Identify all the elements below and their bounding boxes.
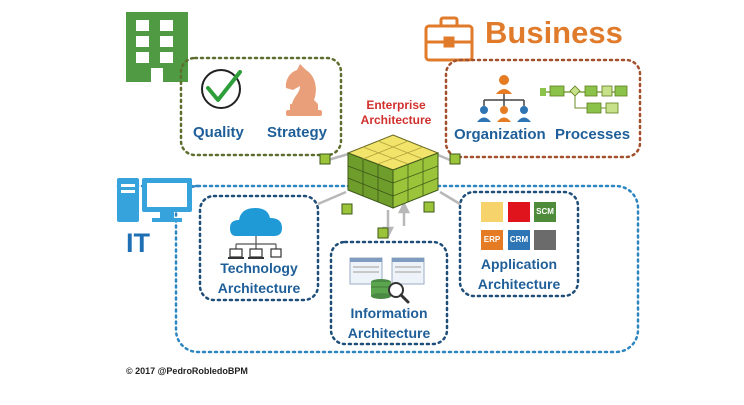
- app-tile: [481, 202, 503, 222]
- technology-line2: Architecture: [217, 280, 301, 296]
- app-tile-scm: SCM: [534, 202, 556, 222]
- quality-strategy-group: [179, 56, 343, 157]
- business-title: Business: [485, 15, 623, 50]
- label-organization: Organization: [454, 126, 546, 143]
- app-tile: [534, 230, 556, 250]
- enterprise-title-line2: Architecture: [360, 113, 432, 127]
- label-strategy: Strategy: [267, 124, 328, 141]
- enterprise-architecture-title: Enterprise Architecture: [350, 98, 442, 128]
- copyright: © 2017 @PedroRobledoBPM: [126, 366, 248, 376]
- enterprise-title-line1: Enterprise: [366, 98, 426, 112]
- information-group: [329, 240, 449, 346]
- app-tile-erp: ERP: [481, 230, 503, 250]
- information-line1: Information: [350, 305, 428, 321]
- app-tile-crm: CRM: [508, 230, 530, 250]
- computer-icon: [117, 178, 192, 222]
- building-icon: [126, 12, 188, 82]
- enterprise-architecture-cube: [346, 134, 440, 209]
- it-title: IT: [126, 228, 150, 258]
- app-tile: [508, 202, 530, 222]
- information-architecture-label: Information Architecture: [336, 303, 442, 343]
- application-group: [458, 190, 580, 298]
- business-group: [444, 58, 642, 159]
- technology-line1: Technology: [220, 260, 298, 276]
- organization-chart-icon: [477, 75, 531, 122]
- application-architecture-label: Application Architecture: [465, 254, 573, 294]
- technology-group: [198, 194, 320, 302]
- knight-icon: [285, 64, 322, 116]
- application-line1: Application: [480, 256, 558, 272]
- technology-architecture-label: Technology Architecture: [205, 258, 313, 298]
- database-search-icon: [349, 257, 425, 304]
- label-processes: Processes: [555, 126, 631, 143]
- cloud-network-icon: [228, 208, 282, 259]
- label-quality: Quality: [193, 124, 244, 141]
- process-flow-icon: [540, 85, 628, 114]
- check-icon: [201, 69, 242, 109]
- briefcase-icon: [424, 16, 474, 62]
- small-cubes: [319, 153, 461, 239]
- application-line2: Architecture: [477, 276, 561, 292]
- information-line2: Architecture: [347, 325, 431, 341]
